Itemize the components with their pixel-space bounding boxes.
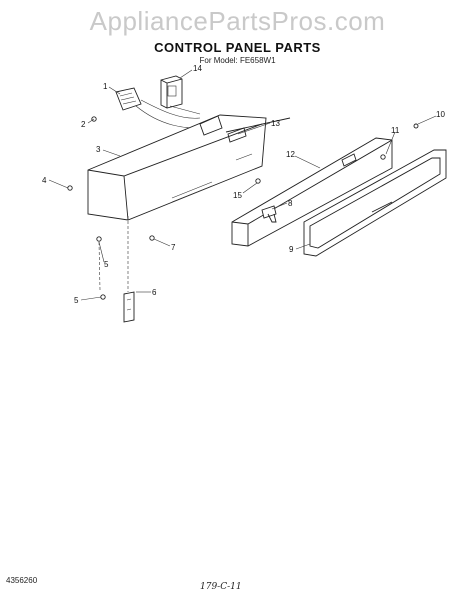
callout-14: 14 <box>193 64 202 73</box>
callout-13: 13 <box>271 119 280 128</box>
part-5-screw-lower <box>100 294 106 300</box>
callout-1: 1 <box>103 82 108 91</box>
part-12-panel-face <box>231 137 393 247</box>
callout-12: 12 <box>286 150 295 159</box>
callout-10: 10 <box>436 110 445 119</box>
part-14-module <box>160 75 183 109</box>
callout-2: 2 <box>81 120 86 129</box>
part-11-screw <box>380 154 386 160</box>
part-6-bracket <box>123 291 135 323</box>
callout-5-lower: 5 <box>74 296 79 305</box>
part-7-screw <box>149 235 155 241</box>
callout-4: 4 <box>42 176 47 185</box>
part-1-switch <box>115 87 142 111</box>
part-13-trim <box>225 117 291 133</box>
part-15-screw <box>255 178 261 184</box>
leader-lines <box>48 69 437 301</box>
callout-5-upper: 5 <box>104 260 109 269</box>
part-9-glass-frame <box>303 149 447 257</box>
watermark: AppliancePartsPros.com <box>89 6 386 36</box>
diagram-title: CONTROL PANEL PARTS <box>154 40 321 55</box>
callout-6: 6 <box>152 288 157 297</box>
callout-7: 7 <box>171 243 176 252</box>
part-10-screw <box>413 123 419 129</box>
callout-8: 8 <box>288 199 293 208</box>
callout-3: 3 <box>96 145 101 154</box>
callout-15: 15 <box>233 191 242 200</box>
part-5-screw-upper <box>96 236 102 242</box>
document-number: 4356260 <box>6 576 38 585</box>
callout-labels: 1 2 3 4 5 5 6 7 8 9 10 11 12 13 14 15 <box>42 64 445 305</box>
callout-9: 9 <box>289 245 294 254</box>
callout-11: 11 <box>391 126 400 135</box>
handwritten-code: 179-C-11 <box>200 582 242 592</box>
part-4-screw <box>67 185 73 191</box>
part-3-backguard <box>87 114 267 221</box>
model-subtitle: For Model: FE658W1 <box>199 56 276 65</box>
